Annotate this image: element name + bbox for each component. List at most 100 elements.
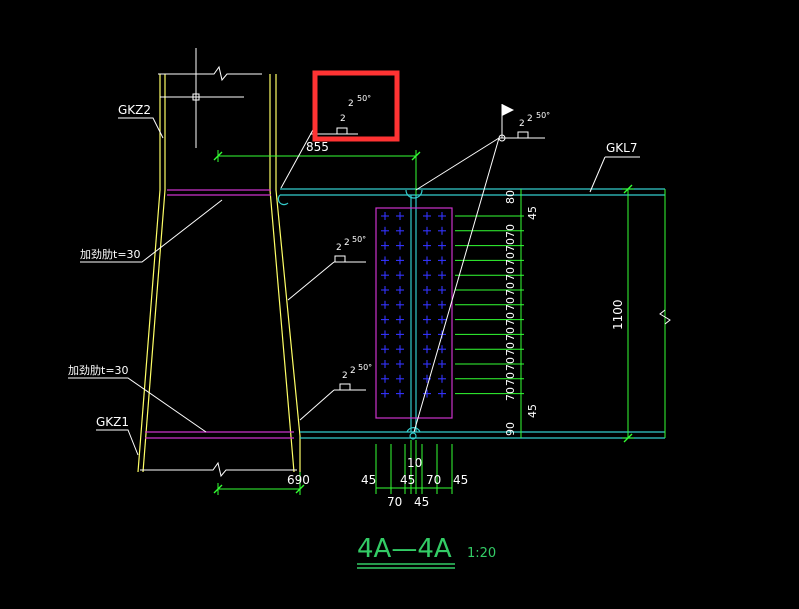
bolt xyxy=(438,360,446,368)
dim-bottom-value: 70 xyxy=(426,473,441,487)
section-title: 4A—4A xyxy=(357,534,452,564)
bolt xyxy=(423,271,431,280)
weld-2-size-a: 2 xyxy=(336,243,342,253)
column-gkz xyxy=(137,74,301,473)
dim-stack-value: 70 xyxy=(504,327,517,341)
bolt xyxy=(381,241,389,250)
bolt xyxy=(396,374,404,383)
bolt xyxy=(438,389,446,398)
field-weld-flag-icon xyxy=(502,104,514,116)
dim-stack-value: 70 xyxy=(504,282,517,296)
dimension-break xyxy=(659,309,671,325)
bolt xyxy=(381,374,389,383)
bolt xyxy=(423,241,431,250)
bolt xyxy=(396,286,404,294)
dim-stack-value: 45 xyxy=(526,404,539,418)
weld-4-angle: 50° xyxy=(536,111,550,120)
dim-stack-value: 70 xyxy=(504,238,517,252)
bolt xyxy=(381,360,389,368)
weld-3-size-b: 2 xyxy=(350,366,356,376)
bolt xyxy=(423,226,431,235)
bolt xyxy=(438,286,446,294)
dim-bottom-row: 45 45 70 45 70 45 xyxy=(361,473,468,509)
dim-bottom-lower-value: 70 xyxy=(387,495,402,509)
weld-3-angle: 50° xyxy=(358,363,372,372)
dim-beam-depth: 1100 xyxy=(611,299,625,330)
bolt xyxy=(396,271,404,280)
dim-bottom-value: 45 xyxy=(400,473,415,487)
weld-4-size-b: 2 xyxy=(527,114,533,124)
bolt xyxy=(381,226,389,235)
dim-stack-value: 70 xyxy=(504,372,517,386)
dim-stack-value: 70 xyxy=(504,297,517,311)
bolt xyxy=(438,374,446,383)
bolt xyxy=(438,226,446,235)
bolt xyxy=(396,300,404,309)
bolt xyxy=(423,286,431,294)
bolt xyxy=(381,315,389,324)
label-gkl7: GKL7 xyxy=(606,141,638,155)
bolt xyxy=(381,330,389,339)
bolt xyxy=(381,389,389,398)
bolt xyxy=(381,300,389,309)
bolt xyxy=(438,256,446,265)
dim-stack-value: 70 xyxy=(504,252,517,266)
bolt xyxy=(438,300,446,309)
bolt xyxy=(438,345,446,354)
weld-1-size-a: 2 xyxy=(340,114,346,124)
bolt xyxy=(396,212,404,220)
dim-stack-value: 45 xyxy=(526,206,539,220)
dim-center-gap: 10 xyxy=(407,456,422,470)
bolt-group xyxy=(381,212,446,398)
bolt xyxy=(381,286,389,294)
weld-4-size-a: 2 xyxy=(519,119,525,129)
weld-1-angle: 50° xyxy=(357,94,371,103)
bolt xyxy=(438,241,446,250)
dim-top-width: 855 xyxy=(306,140,329,154)
bolt xyxy=(396,256,404,265)
bolt xyxy=(423,300,431,309)
bolt xyxy=(438,271,446,280)
bolt xyxy=(396,315,404,324)
dim-stack-value: 70 xyxy=(504,312,517,326)
dimension-ticks xyxy=(213,151,633,494)
bolt xyxy=(381,271,389,280)
bolt-row-extension-lines xyxy=(455,215,524,395)
bolt xyxy=(381,212,389,220)
dim-stack-value: 70 xyxy=(504,387,517,401)
bolt xyxy=(381,256,389,265)
section-scale: 1:20 xyxy=(467,546,496,561)
dim-bottom-value: 45 xyxy=(453,473,468,487)
bolt xyxy=(396,345,404,354)
bolt xyxy=(423,330,431,339)
bolt xyxy=(423,315,431,324)
bolt xyxy=(396,389,404,398)
bolt xyxy=(423,360,431,368)
bolt xyxy=(423,389,431,398)
stiffener-plates xyxy=(145,189,294,439)
dim-stack-value: 70 xyxy=(504,342,517,356)
label-stiffener-top: 加劲肋t=30 xyxy=(80,247,141,261)
dim-stack-value: 70 xyxy=(504,357,517,371)
bolt xyxy=(396,241,404,250)
column-center-mark xyxy=(160,48,244,148)
weld-symbols xyxy=(334,127,529,390)
dim-stack-value: 80 xyxy=(504,190,517,204)
bolt xyxy=(396,360,404,368)
column-break-lines xyxy=(140,65,297,478)
label-gkz1: GKZ1 xyxy=(96,415,129,429)
weld-2-size-b: 2 xyxy=(344,238,350,248)
bolt xyxy=(381,345,389,354)
highlight-box xyxy=(312,70,400,142)
bolt xyxy=(423,256,431,265)
dim-stack-value: 70 xyxy=(504,267,517,281)
section-title-block: 4A—4A 1:20 xyxy=(357,534,496,569)
dim-stack-value: 70 xyxy=(504,224,517,238)
bolt xyxy=(396,226,404,235)
bolt xyxy=(396,330,404,339)
dim-bottom-value: 45 xyxy=(361,473,376,487)
bolt xyxy=(438,212,446,220)
bolt xyxy=(438,315,446,324)
dim-bottom-lower-value: 45 xyxy=(414,495,429,509)
